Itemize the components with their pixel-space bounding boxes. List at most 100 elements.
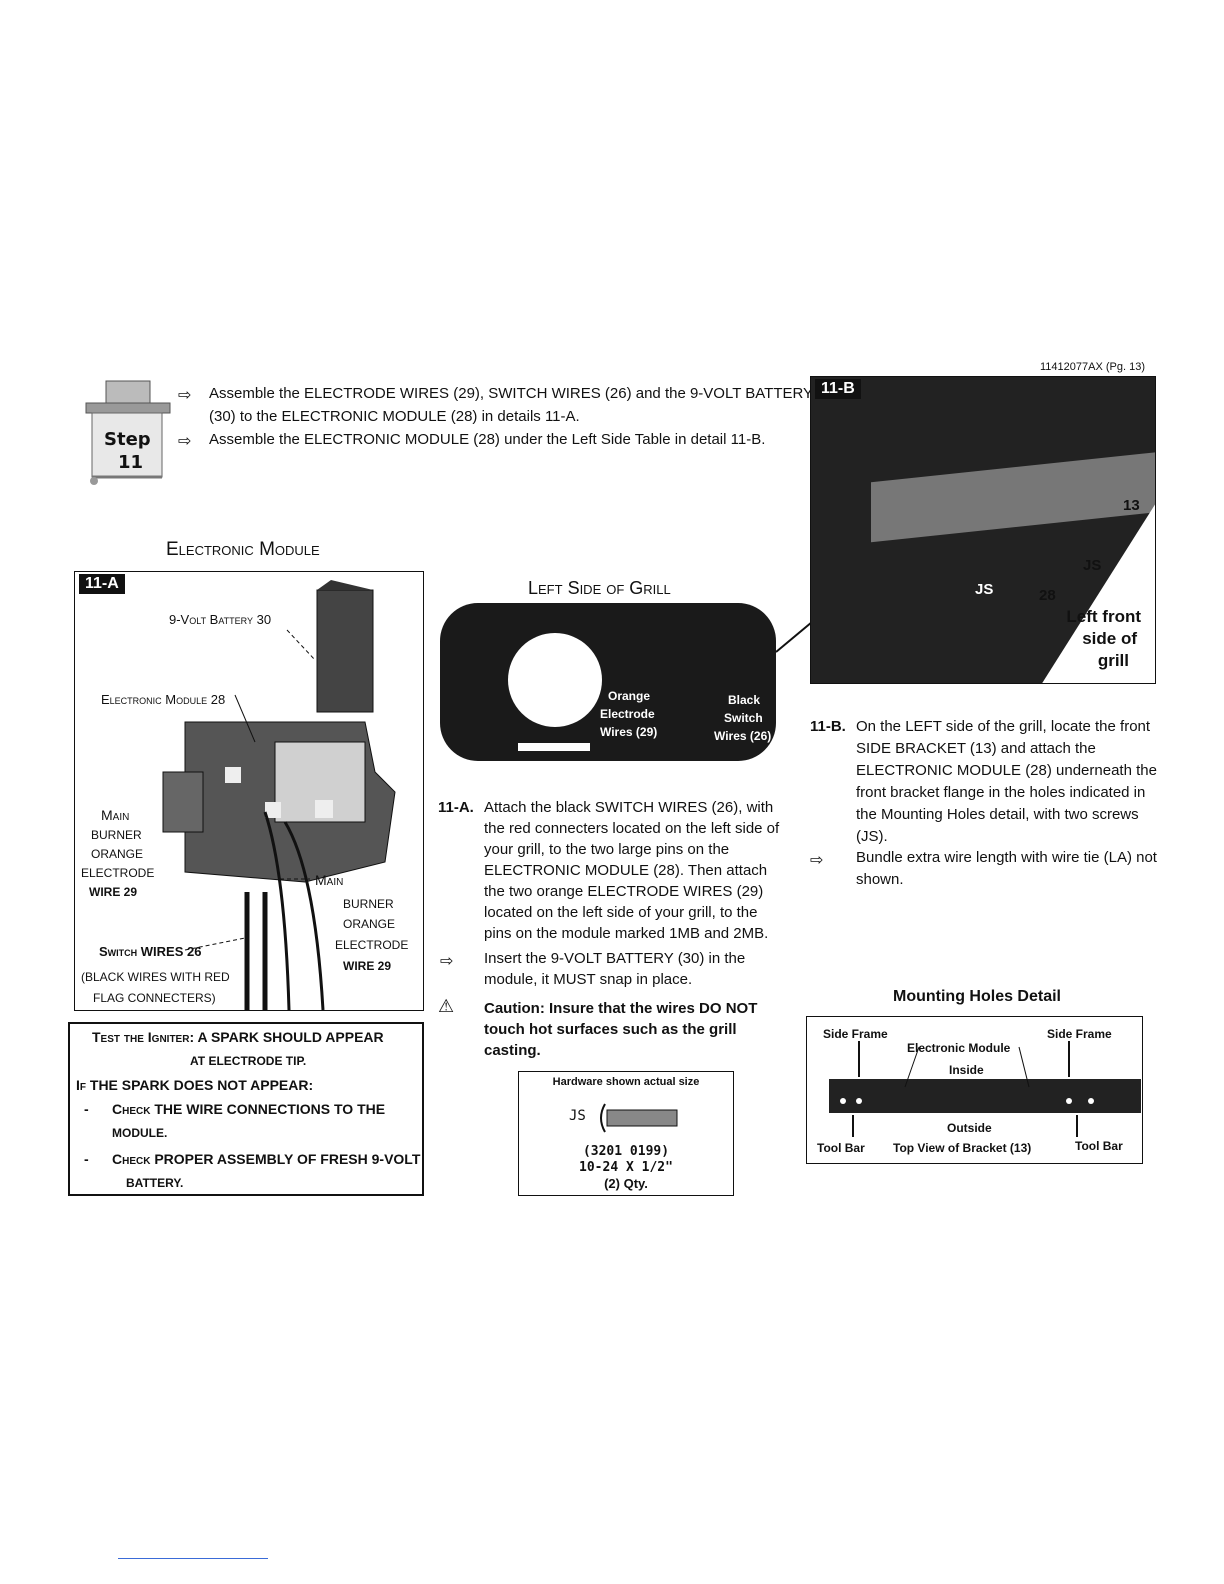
screw-icon [600, 1103, 678, 1133]
test-line-3: If THE SPARK DOES NOT APPEAR: [76, 1077, 314, 1093]
module-illustration [162, 580, 396, 1010]
label-js-1: JS [1083, 557, 1102, 574]
step-11a-line-1: Attach the black SWITCH WIRES (26), with [484, 799, 774, 816]
test-line-1: Test the Igniter: A SPARK SHOULD APPEAR [92, 1029, 384, 1045]
left-wire-label-4: ELECTRODE [81, 866, 155, 880]
caution-line-1: Caution: Insure that the wires DO NOT [484, 1000, 758, 1017]
step-11a-line-3: your grill, to the two large pins on the [484, 841, 730, 858]
inside-label: Inside [949, 1063, 984, 1077]
step-11b-number: 11-B. [810, 718, 846, 735]
module-in-detail: Electronic Module [907, 1041, 1011, 1055]
arrow-icon: ⇨ [178, 433, 192, 450]
footnote-rule [118, 1558, 268, 1559]
orange-label-3: Wires (29) [600, 725, 658, 739]
module-label: Electronic Module 28 [101, 692, 226, 707]
step-11b-line-5: the Mounting Holes detail, with two scre… [856, 806, 1139, 823]
right-wire-label-5: WIRE 29 [343, 959, 392, 973]
step-number: 11 [118, 452, 144, 473]
caption-line-2: side of [1082, 629, 1137, 648]
arrow-icon: ⇨ [810, 852, 824, 869]
switch-note-2: FLAG CONNECTERS) [93, 991, 216, 1005]
detail-11b-tag: 11-B [815, 379, 861, 399]
orange-label-2: Electrode [600, 707, 655, 721]
test-bullet-2a: Check PROPER ASSEMBLY OF FRESH 9-VOLT [112, 1151, 421, 1167]
battery-label: 9-Volt Battery 30 [169, 612, 272, 627]
bracket-bar [829, 1079, 1141, 1113]
caution-line-3: casting. [484, 1042, 541, 1059]
mounting-detail-box: Side Frame Side Frame Electronic Module … [806, 1016, 1143, 1164]
test-bullet-2b: BATTERY. [126, 1176, 184, 1190]
step-word: Step [104, 429, 151, 450]
mounting-arrows [840, 1041, 1094, 1137]
tool-bar-left: Tool Bar [817, 1141, 865, 1155]
bullet-dash: - [84, 1151, 89, 1167]
caption-line-3: grill [1097, 651, 1129, 670]
label-js-2: JS [975, 581, 994, 598]
left-wire-label-3: ORANGE [91, 847, 144, 861]
black-label-1: Black [728, 693, 761, 707]
orange-label-1: Orange [608, 689, 651, 703]
right-wire-label-4: ELECTRODE [335, 938, 409, 952]
battery-line-1: Insert the 9-VOLT BATTERY (30) in the [484, 950, 746, 967]
warning-icon: ⚠ [438, 996, 455, 1016]
label-13: 13 [1123, 497, 1140, 514]
black-label-3: Wires (26) [714, 729, 772, 743]
step-11a-line-2: the red connecters located on the left s… [484, 820, 780, 837]
right-wire-label-1: Main [315, 872, 344, 888]
step-grill-icon: Step 11 [84, 377, 172, 487]
bracket-caption: Top View of Bracket (13) [893, 1141, 1032, 1155]
test-bullet-1b: MODULE. [112, 1126, 168, 1140]
bundle-line-2: shown. [856, 871, 904, 888]
tool-bar-right: Tool Bar [1075, 1139, 1123, 1153]
hardware-box: Hardware shown actual size JS (3201 0199… [518, 1071, 734, 1196]
right-wire-label-3: ORANGE [343, 917, 396, 931]
electronic-module-title: Electronic Module [166, 539, 320, 560]
switch-wires-label: Switch WIRES 26 [99, 944, 202, 959]
mounting-title: Mounting Holes Detail [893, 988, 1061, 1005]
battery-line-2: module, it MUST snap in place. [484, 971, 693, 988]
hardware-part: (3201 0199) [582, 1144, 670, 1159]
step-11a-line-4: ELECTRONIC MODULE (28). Then attach [484, 862, 768, 879]
label-28: 28 [1039, 587, 1056, 604]
caption-line-1: Left front [1066, 607, 1141, 626]
left-wire-label-2: BURNER [91, 828, 142, 842]
step-11a-line-6: located on the left side of your grill, … [484, 904, 758, 921]
left-wire-label-1: Main [101, 807, 130, 823]
caution-line-2: touch hot surfaces such as the grill [484, 1021, 737, 1038]
step-11b-line-3: ELECTRONIC MODULE (28) underneath the [856, 762, 1157, 779]
burner-knob-hole [508, 633, 602, 727]
right-wire-label-2: BURNER [343, 897, 394, 911]
side-frame-left: Side Frame [823, 1027, 888, 1041]
hardware-code: JS [569, 1108, 586, 1124]
instruction-line-3: Assemble the ELECTRONIC MODULE (28) unde… [209, 431, 766, 448]
mark-bar [518, 743, 590, 751]
hardware-title: Hardware shown actual size [552, 1076, 700, 1088]
left-side-title: Left Side of Grill [528, 578, 671, 598]
step-11b-line-2: SIDE BRACKET (13) and attach the [856, 740, 1096, 757]
step-11b-line-1: On the LEFT side of the grill, locate th… [856, 718, 1151, 735]
detail-11a-panel: 11-A 9-Volt Battery 30 Electronic Module… [74, 571, 424, 1011]
instruction-line-1: Assemble the ELECTRODE WIRES (29), SWITC… [209, 385, 814, 402]
arrow-icon: ⇨ [440, 953, 454, 970]
black-label-2: Switch [724, 711, 763, 725]
page-reference: 11412077AX (Pg. 13) [1040, 361, 1145, 373]
arrow-icon: ⇨ [178, 387, 192, 404]
bundle-line-1: Bundle extra wire length with wire tie (… [856, 849, 1157, 866]
test-igniter-box: Test the Igniter: A SPARK SHOULD APPEAR … [68, 1022, 424, 1196]
step-11a-line-5: the two orange ELECTRODE WIRES (29) [484, 883, 764, 900]
left-side-photo: Orange Electrode Wires (29) Black Switch… [440, 603, 776, 761]
side-frame-right: Side Frame [1047, 1027, 1112, 1041]
test-bullet-1a: Check THE WIRE CONNECTIONS TO THE [112, 1101, 386, 1117]
test-line-2: AT ELECTRODE TIP. [190, 1054, 307, 1068]
outside-label: Outside [947, 1121, 992, 1135]
step-11b-line-4: front bracket flange in the holes indica… [856, 784, 1146, 801]
switch-note-1: (BLACK WIRES WITH RED [81, 970, 230, 984]
detail-11b-photo: 11-B 13 JS JS 28 Left front side of gril… [810, 376, 1156, 684]
step-11a-number: 11-A. [438, 799, 474, 816]
step-11a-line-7: pins on the module marked 1MB and 2MB. [484, 925, 769, 942]
hardware-qty: (2) Qty. [604, 1176, 648, 1191]
instruction-line-2: (30) to the ELECTRONIC MODULE (28) in de… [209, 408, 580, 425]
bullet-dash: - [84, 1101, 89, 1117]
step-11b-line-6: (JS). [856, 828, 888, 845]
left-wire-label-5: WIRE 29 [89, 885, 138, 899]
